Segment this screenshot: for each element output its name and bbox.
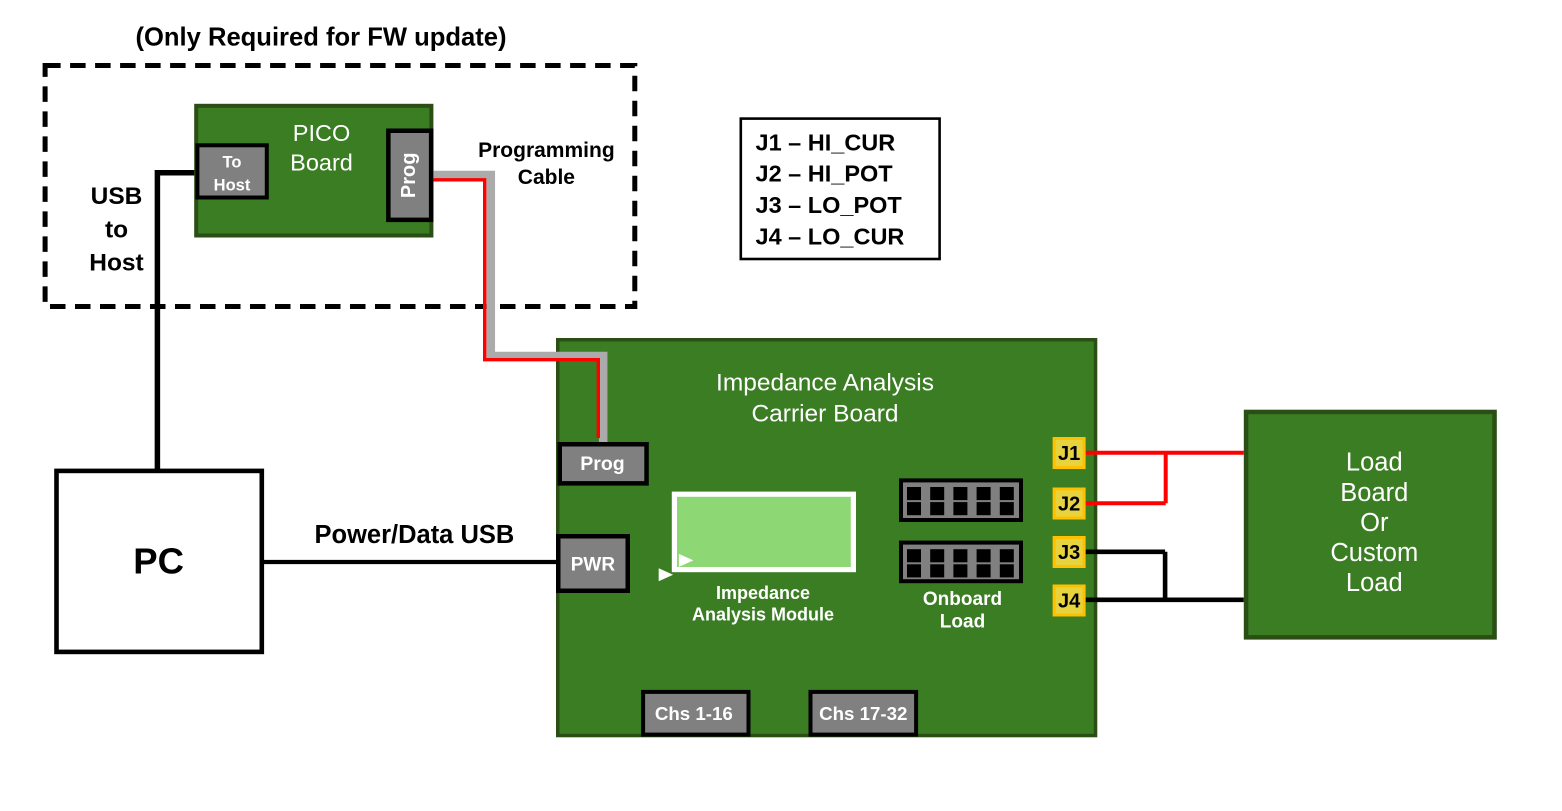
svg-text:Cable: Cable <box>518 166 575 189</box>
svg-text:Host: Host <box>89 250 143 277</box>
svg-text:Custom: Custom <box>1330 539 1418 567</box>
svg-text:J1 – HI_CUR: J1 – HI_CUR <box>756 129 896 155</box>
svg-text:PICO: PICO <box>293 120 350 146</box>
svg-text:J3: J3 <box>1058 542 1080 564</box>
svg-text:Programming: Programming <box>478 139 615 162</box>
svg-text:to: to <box>105 216 128 243</box>
svg-text:PC: PC <box>133 541 184 582</box>
svg-text:PWR: PWR <box>571 555 616 576</box>
svg-text:Board: Board <box>290 150 353 176</box>
svg-text:Prog: Prog <box>580 453 624 475</box>
svg-text:Carrier Board: Carrier Board <box>751 401 898 428</box>
svg-text:J4: J4 <box>1058 591 1081 613</box>
svg-text:J4 – LO_CUR: J4 – LO_CUR <box>756 224 905 250</box>
svg-text:Impedance: Impedance <box>716 583 810 603</box>
svg-text:Analysis Module: Analysis Module <box>692 605 834 625</box>
svg-text:Load: Load <box>1346 569 1403 597</box>
svg-text:J1: J1 <box>1058 443 1080 465</box>
svg-text:Or: Or <box>1360 509 1389 537</box>
svg-text:To: To <box>223 153 242 171</box>
svg-text:Load: Load <box>940 611 985 632</box>
svg-text:Impedance Analysis: Impedance Analysis <box>716 370 934 397</box>
svg-text:Chs 17-32: Chs 17-32 <box>819 703 907 724</box>
svg-text:J3 – LO_POT: J3 – LO_POT <box>756 192 903 218</box>
svg-text:J2: J2 <box>1058 494 1080 516</box>
svg-text:(Only Required for FW update): (Only Required for FW update) <box>135 23 506 51</box>
svg-text:Board: Board <box>1340 479 1408 507</box>
svg-text:Prog: Prog <box>398 153 420 199</box>
svg-text:Power/Data USB: Power/Data USB <box>314 521 514 549</box>
svg-text:USB: USB <box>91 183 143 210</box>
svg-text:J2 – HI_POT: J2 – HI_POT <box>756 161 894 187</box>
svg-text:Load: Load <box>1346 448 1403 476</box>
svg-text:Onboard: Onboard <box>923 589 1002 610</box>
svg-text:Host: Host <box>214 177 251 195</box>
svg-text:Chs 1-16: Chs 1-16 <box>655 703 733 724</box>
